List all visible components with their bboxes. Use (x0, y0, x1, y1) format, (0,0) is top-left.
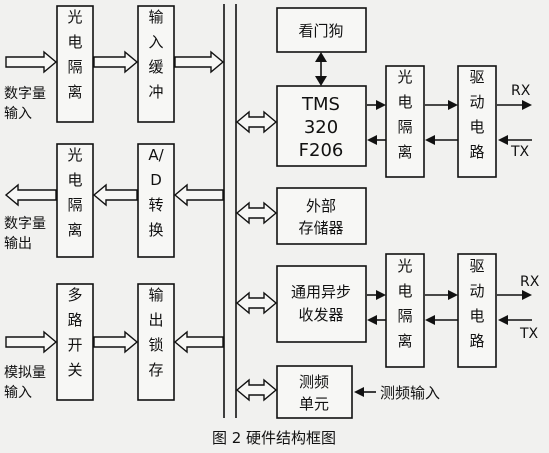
block-driver-uart (457, 253, 497, 368)
arrow-bus-to-ad (173, 183, 224, 207)
arrow-analog-in (5, 330, 58, 354)
block-opto-isolation-input-label: 光电隔离 (67, 8, 82, 101)
block-uart (276, 265, 367, 343)
block-external-memory (276, 187, 367, 245)
block-dsp-label-line3: F206 (299, 140, 344, 161)
block-input-buffer-label: 输入缓冲 (148, 8, 163, 101)
block-opto-isolation-uart (385, 253, 425, 368)
block-watchdog-label: 看门狗 (298, 22, 343, 40)
arrow-opto-to-dsp-head (367, 135, 377, 145)
arrow-opto-to-buffer (93, 50, 139, 74)
block-ad-conversion (137, 143, 175, 258)
block-output-latch (137, 283, 175, 401)
arrow-ad-to-opto (92, 183, 138, 207)
arrow-mux-to-latch (93, 330, 139, 354)
label-digital-output-line1: 数字量 (4, 216, 46, 232)
label-tx-2: TX (519, 326, 539, 342)
label-analog-input-line2: 输入 (4, 385, 32, 401)
arrow-uart-to-opto-head (376, 290, 386, 300)
label-rx-1: RX (511, 83, 531, 99)
block-driver-dsp-label: 驱动电路 (469, 68, 484, 161)
arrow-bus-memory (235, 201, 278, 225)
figure-caption: 图 2 硬件结构框图 (212, 429, 336, 447)
arrow-freq-input-head (354, 387, 364, 397)
arrow-rx2-out-head (522, 290, 532, 300)
block-dsp-label-line1: TMS (301, 94, 340, 115)
arrow-driver-to-opto-head (425, 135, 435, 145)
arrow-bus-dsp (235, 110, 278, 134)
arrow-opto-to-driver-head (448, 100, 458, 110)
label-analog-input-line1: 模拟量 (4, 365, 46, 381)
block-external-memory-label-line2: 存储器 (298, 219, 343, 237)
block-multiplexer (56, 283, 94, 401)
arrow-tx-in-head (498, 135, 508, 145)
block-input-buffer (137, 5, 175, 123)
block-watchdog (276, 7, 367, 53)
arrow-digital-out (4, 183, 57, 207)
arrow-buffer-to-bus (174, 50, 225, 74)
label-frequency-input: 测频输入 (380, 384, 440, 402)
block-opto-isolation-dsp (385, 65, 425, 178)
block-uart-label-line1: 通用异步 (291, 283, 351, 301)
block-dsp-label-line2: 320 (304, 117, 338, 138)
label-digital-input-line1: 数字量 (4, 86, 46, 102)
arrow-watchdog-dsp-head-up (315, 52, 327, 62)
arrow-rx-out-head (522, 100, 532, 110)
block-opto-isolation-dsp-label: 光电隔离 (397, 68, 412, 161)
block-frequency-unit-label-line2: 单元 (299, 395, 329, 413)
arrow-bus-frequency-unit (235, 378, 278, 402)
arrow-uart-opto-to-driver-head (448, 290, 458, 300)
block-uart-label-line2: 收发器 (298, 306, 343, 324)
block-opto-isolation-output-label: 光电隔离 (67, 146, 82, 239)
arrow-opto-to-uart-head (367, 315, 377, 325)
block-output-latch-label: 输出锁存 (148, 286, 163, 379)
label-digital-input-line2: 输入 (4, 106, 32, 122)
arrow-digital-in (5, 50, 58, 74)
block-frequency-unit-label-line1: 测频 (299, 373, 329, 391)
label-rx-2: RX (520, 274, 540, 290)
block-opto-isolation-output (56, 143, 94, 258)
arrow-bus-to-latch (173, 330, 224, 354)
arrow-bus-uart (235, 291, 278, 315)
block-opto-isolation-input (56, 5, 94, 123)
arrow-tx2-in-head (498, 315, 508, 325)
label-digital-output-line2: 输出 (4, 236, 32, 252)
block-driver-dsp (457, 65, 497, 178)
block-frequency-unit (276, 365, 353, 419)
block-driver-uart-label: 驱动电路 (469, 257, 484, 350)
block-dsp-tms320f206 (276, 85, 367, 167)
block-opto-isolation-uart-label: 光电隔离 (397, 257, 412, 350)
arrow-uart-driver-to-opto-head (425, 315, 435, 325)
block-external-memory-label-line1: 外部 (306, 197, 336, 215)
arrow-watchdog-dsp-head-down (315, 76, 327, 86)
block-multiplexer-label: 多路开关 (67, 286, 82, 379)
arrow-dsp-to-opto-head (376, 100, 386, 110)
label-tx-1: TX (510, 144, 530, 160)
